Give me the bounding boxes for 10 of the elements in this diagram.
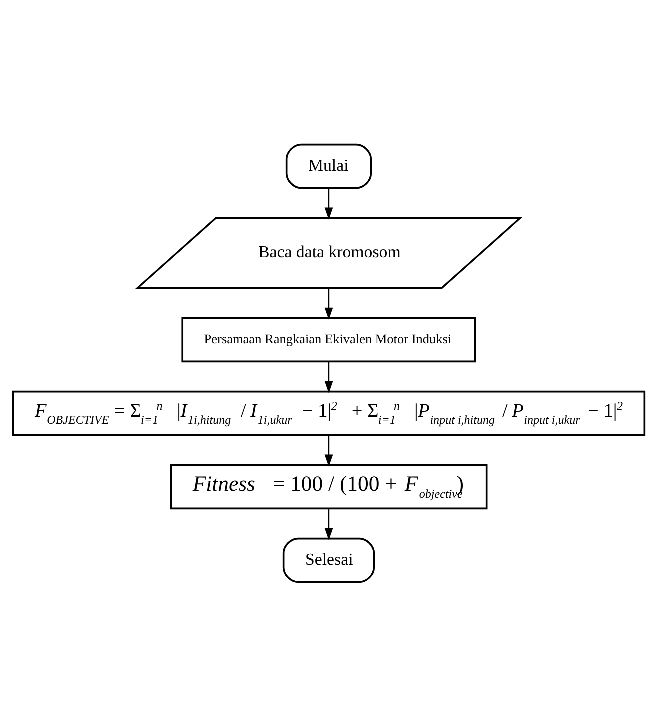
node-box: Persamaan Rangkaian Ekivalen Motor Induksi: [182, 317, 476, 363]
node-box: Selesai: [282, 538, 376, 584]
arrow: [324, 508, 334, 540]
arrow: [324, 288, 334, 320]
arrow: [324, 435, 334, 467]
arrow: [324, 188, 334, 220]
arrow: [324, 362, 334, 394]
node-box: F$_{OBJECTIVE}$ = Σ$_{i=1}$$^{n}$ |I$_{1i,hitung}$ / I$_{1i,ukur}$ − 1|$^{2}$ + Σ$_{i=1}$$^{n}$ |P$_{input i,hitung}$ / P$_{input i,ukur}$ − 1|$^{2}$: [12, 390, 646, 436]
node-box: Mulai: [286, 144, 372, 190]
node-box: Fitness = 100 / (100 + F$_{objective}$): [170, 464, 488, 510]
